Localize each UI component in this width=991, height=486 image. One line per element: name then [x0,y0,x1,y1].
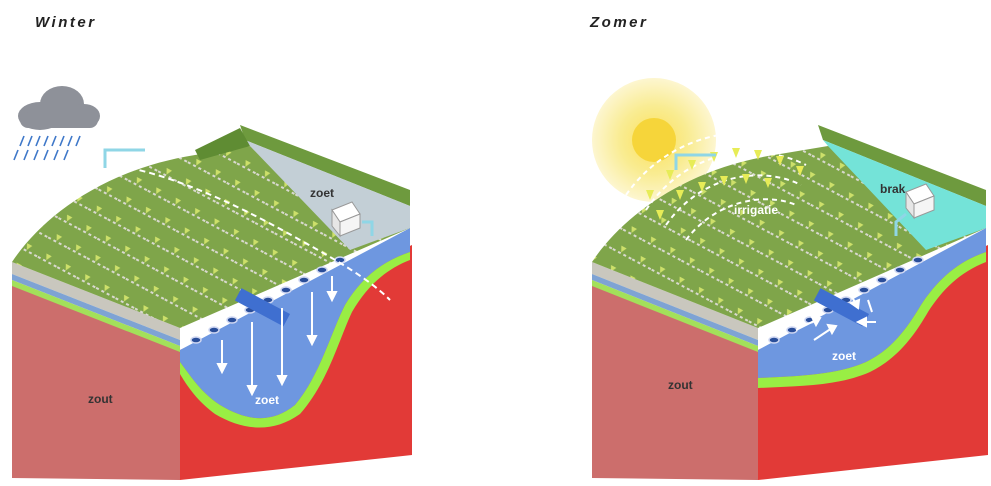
winter-pump-house [331,201,374,238]
winter-dike [195,128,250,160]
winter-fresh-surface-label: zoet [310,186,334,200]
winter-sprinkler-arc [109,164,391,301]
summer-diagram: brak irrigatie zoet zout [592,78,988,480]
summer-surface-water [823,140,986,250]
winter-grass-strip [240,125,410,206]
winter-diagram: zoet zoet zout [12,86,412,480]
summer-title: Zomer [590,14,649,31]
winter-title: Winter [35,14,97,31]
summer-well-pipe [813,288,870,327]
winter-blue-strip [12,274,180,346]
winter-panel: Winter [0,0,495,486]
summer-brackish-label: brak [880,182,906,196]
summer-saline-label: zout [668,378,693,392]
winter-well-pipe [234,288,291,327]
summer-irrigation-spray [625,131,812,241]
summer-intake-pipe [674,153,716,170]
summer-panel: Zomer [496,0,991,486]
rain-cloud-icon [13,86,100,161]
winter-transition-zone [180,252,410,428]
summer-blue-strip [592,274,758,346]
winter-intake-pipe [103,148,145,168]
summer-topsoil-strip [592,262,758,340]
winter-topsoil-strip [12,262,180,340]
winter-green-strip [12,280,180,352]
winter-infiltration-arrows [216,276,338,397]
summer-transition-zone [758,252,986,388]
winter-saline-label: zout [88,392,113,406]
summer-pump-house [894,183,935,236]
summer-fresh-lens-label: zoet [832,349,856,363]
summer-grass-strip [818,125,986,206]
winter-fresh-lens-label: zoet [255,393,279,407]
summer-inflow-arrows [795,289,876,341]
winter-fresh-lens [180,228,410,419]
summer-irrigation-label: irrigatie [734,203,778,217]
summer-green-strip [592,280,758,352]
